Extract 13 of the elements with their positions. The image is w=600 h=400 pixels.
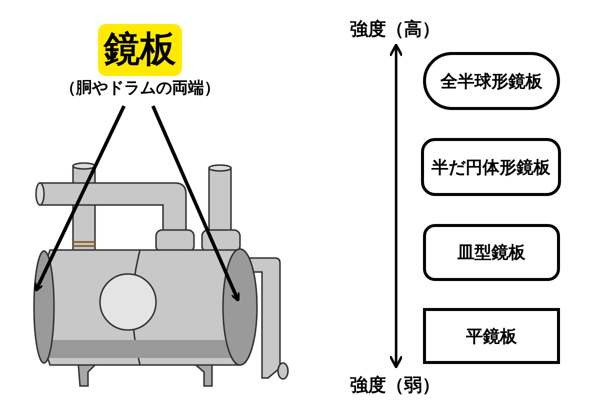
end-plate	[222, 248, 258, 366]
axis-label: 強度（高）	[340, 16, 450, 42]
rectangle-box: 平鏡板	[423, 308, 560, 364]
leader-arrow	[34, 105, 126, 292]
subtitle: （胴やドラムの両端）	[60, 78, 220, 98]
rounded-box: 半だ円体形鏡板	[421, 138, 561, 196]
pill-box: 全半球形鏡板	[423, 52, 560, 110]
double-arrow	[388, 44, 404, 368]
axis-label: 強度（弱）	[340, 372, 450, 398]
highlighted-heading: 鏡板	[98, 24, 182, 76]
rounded-box: 皿型鏡板	[423, 224, 560, 281]
leader-arrow	[151, 105, 240, 302]
end-plate	[33, 250, 55, 364]
